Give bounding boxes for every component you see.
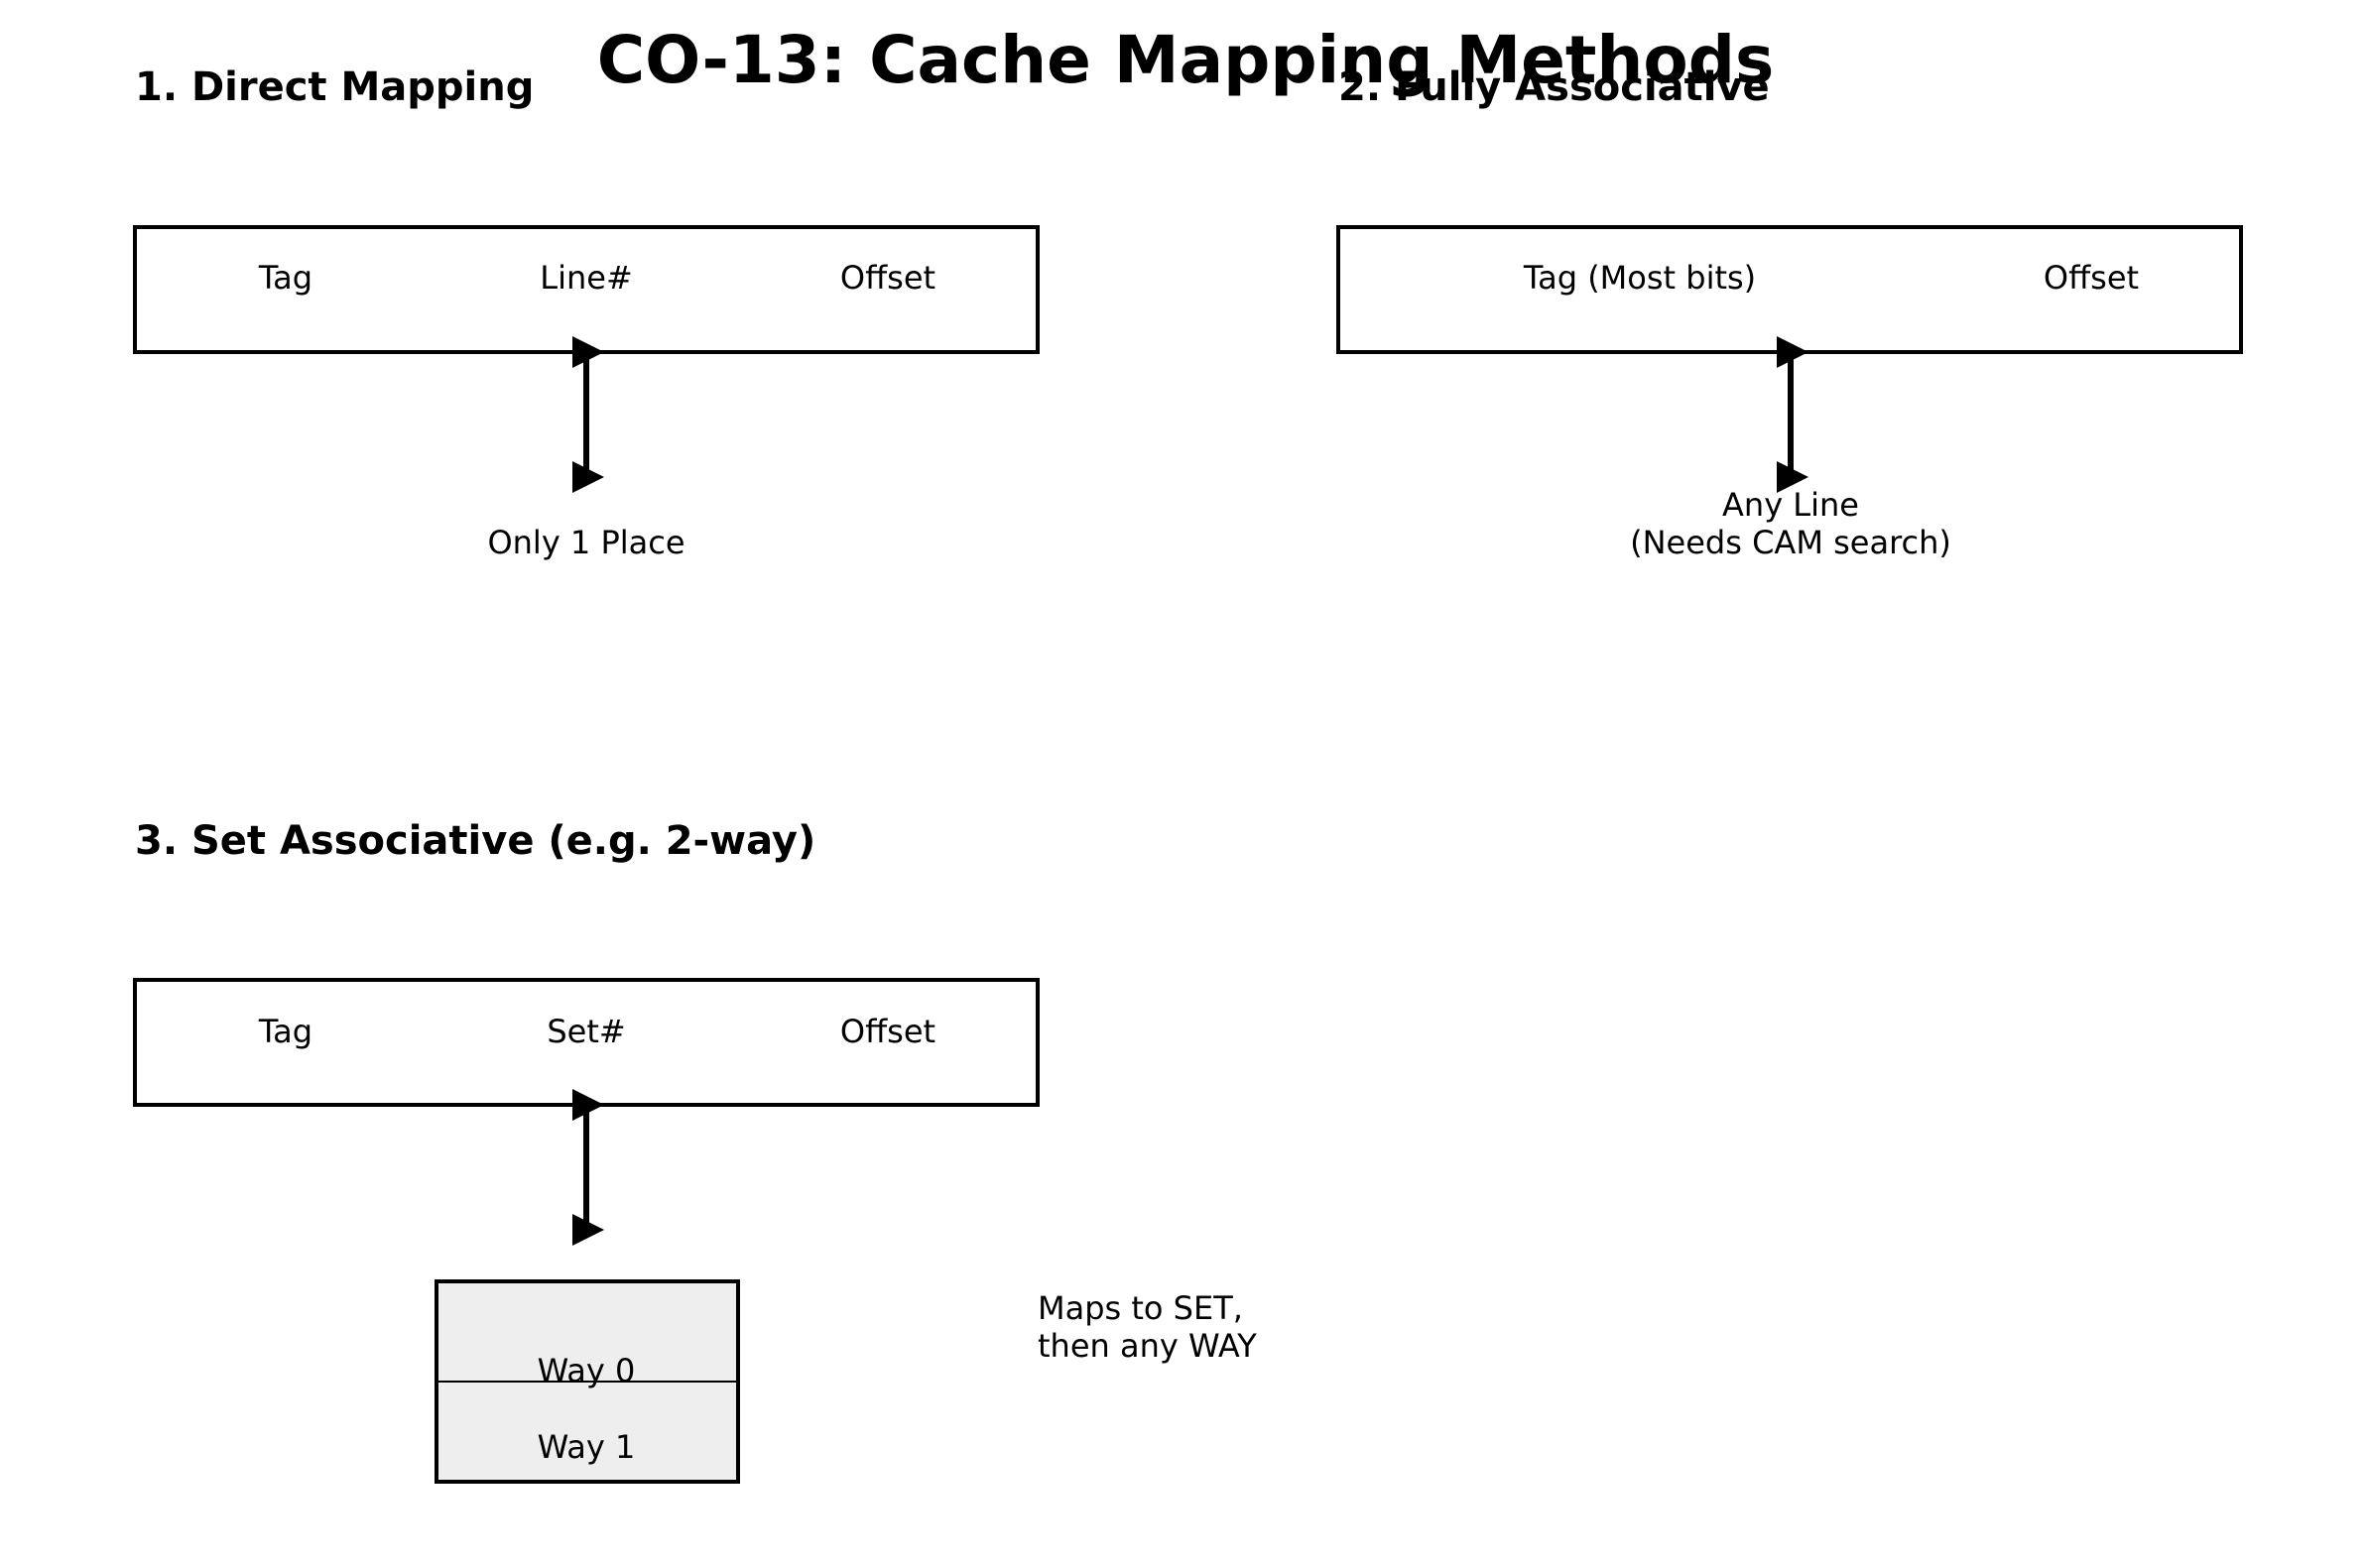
way-1-label: Way 1 xyxy=(538,1428,636,1466)
fully-associative-tag-field: Tag (Most bits) xyxy=(1523,259,1756,297)
set-associative-section: 3. Set Associative (e.g. 2-way) Tag Set#… xyxy=(133,818,1257,1484)
way-0-label: Way 0 xyxy=(538,1352,636,1389)
set-associative-heading: 3. Set Associative (e.g. 2-way) xyxy=(135,818,815,864)
direct-mapping-address-box xyxy=(133,225,1040,354)
fully-associative-arrow xyxy=(1777,336,1808,493)
set-associative-note-line2: then any WAY xyxy=(1038,1327,1257,1365)
set-associative-set-field: Set# xyxy=(547,1013,625,1050)
direct-mapping-section: 1. Direct Mapping Tag Line# Offset Only … xyxy=(133,64,1040,561)
set-associative-tag-field: Tag xyxy=(258,1013,312,1050)
direct-mapping-arrow xyxy=(572,336,604,493)
set-associative-note-line1: Maps to SET, xyxy=(1038,1289,1243,1327)
direct-mapping-tag-field: Tag xyxy=(258,259,312,297)
fully-associative-section: 2. Fully Associative Tag (Most bits) Off… xyxy=(1336,64,2243,561)
set-associative-arrow xyxy=(572,1089,604,1246)
direct-mapping-offset-field: Offset xyxy=(840,259,935,297)
set-ways-box: Way 0 Way 1 xyxy=(435,1279,740,1484)
diagram-title: CO-13: Cache Mapping Methods xyxy=(597,22,1775,98)
fully-associative-result-line1: Any Line xyxy=(1722,486,1859,524)
set-associative-offset-field: Offset xyxy=(840,1013,935,1050)
fully-associative-address-box xyxy=(1336,225,2243,354)
direct-mapping-result: Only 1 Place xyxy=(487,524,685,561)
fully-associative-heading: 2. Fully Associative xyxy=(1338,64,1770,110)
direct-mapping-line-field: Line# xyxy=(540,259,633,297)
fully-associative-result-line2: (Needs CAM search) xyxy=(1630,524,1951,561)
direct-mapping-heading: 1. Direct Mapping xyxy=(135,64,534,110)
fully-associative-offset-field: Offset xyxy=(2044,259,2139,297)
